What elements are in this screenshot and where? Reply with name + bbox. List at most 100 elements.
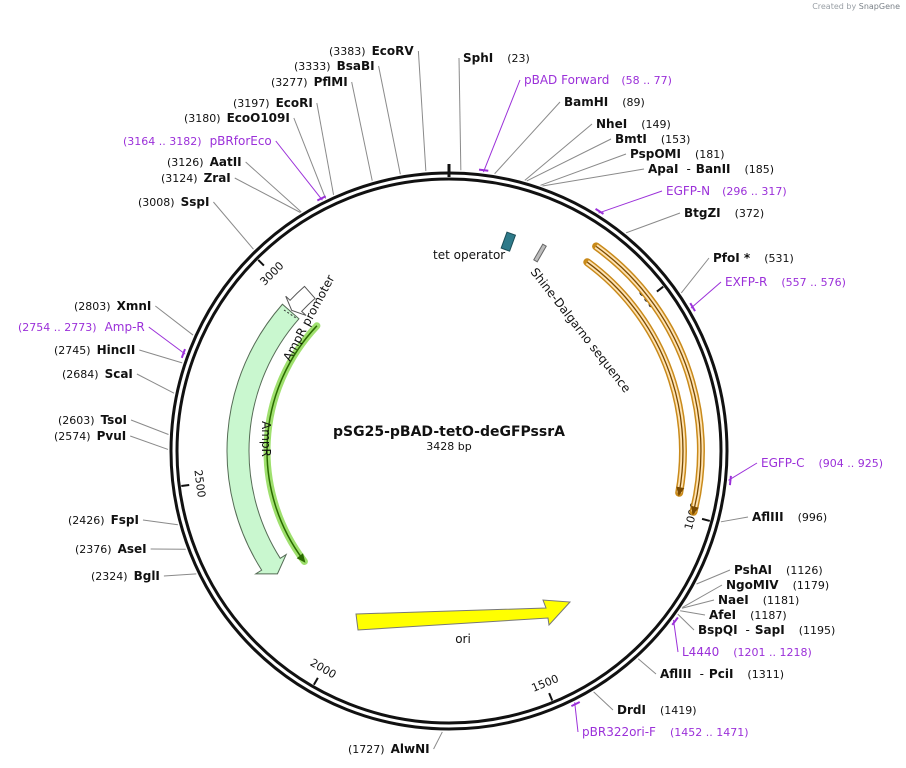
primer-site-mark: [570, 701, 581, 708]
label-connector: [458, 57, 462, 171]
plasmid-backbone: [169, 164, 729, 731]
site-label[interactable]: PshAI(1126): [734, 563, 823, 577]
site-label[interactable]: (3180)EcoO109I: [184, 111, 290, 125]
label-connector: [598, 190, 663, 214]
ori-feature[interactable]: ori: [355, 599, 572, 646]
site-label[interactable]: NheI(149): [596, 117, 671, 131]
site-label[interactable]: (3164 .. 3182)pBRforEco: [123, 134, 272, 148]
site-label[interactable]: EXFP-R(557 .. 576): [725, 275, 846, 289]
ampr-promoter-divider: [283, 309, 297, 319]
site-label[interactable]: BspQI-SapI(1195): [698, 623, 835, 637]
site-label[interactable]: (2376)AseI: [75, 542, 147, 556]
label-connector: [316, 102, 335, 195]
site-label[interactable]: EGFP-N(296 .. 317): [666, 184, 787, 198]
site-label[interactable]: (2574)PvuI: [54, 429, 126, 443]
site-label[interactable]: AflIII(996): [752, 510, 827, 524]
site-label[interactable]: (2745)HincII: [54, 343, 135, 357]
label-connector: [433, 731, 443, 750]
label-connector: [682, 584, 723, 608]
primer-site-mark: [728, 475, 732, 486]
label-connector: [148, 326, 186, 355]
site-label[interactable]: NgoMIV(1179): [726, 578, 829, 592]
primer-site-mark: [180, 348, 186, 359]
site-label[interactable]: AfeI(1187): [709, 608, 787, 622]
site-label[interactable]: (2324)BglI: [91, 569, 160, 583]
egfp-feature[interactable]: [583, 242, 705, 516]
label-connector: [482, 79, 521, 173]
site-label[interactable]: PspOMI(181): [630, 147, 725, 161]
site-label[interactable]: pBR322ori-F(1452 .. 1471): [582, 725, 749, 739]
site-label[interactable]: SphI(23): [463, 51, 530, 65]
label-connector: [417, 50, 427, 171]
site-label[interactable]: (3197)EcoRI: [233, 96, 313, 110]
label-connector: [677, 613, 695, 631]
label-connector: [524, 123, 593, 181]
label-connector: [351, 81, 373, 181]
tick-mark: [548, 692, 554, 701]
right-site-labels: SphI(23) pBAD Forward(58 .. 77) BamHI(89…: [463, 51, 883, 739]
site-label[interactable]: BmtI(153): [615, 132, 690, 146]
label-connector: [275, 140, 323, 201]
site-label[interactable]: (2426)FspI: [68, 513, 139, 527]
label-connector: [155, 305, 194, 336]
label-connector: [130, 419, 169, 435]
site-label[interactable]: ApaI-BanII(185): [648, 162, 774, 176]
label-connector: [720, 516, 749, 523]
site-label[interactable]: DrdI(1419): [617, 703, 697, 717]
label-connector: [574, 702, 579, 733]
tet-operator-label: tet operator: [433, 248, 505, 262]
site-label[interactable]: (2603)TsoI: [58, 413, 127, 427]
site-label[interactable]: AflIII-PciI(1311): [660, 667, 784, 681]
site-label[interactable]: NaeI(1181): [718, 593, 799, 607]
site-label[interactable]: (1727)AlwNI: [348, 742, 430, 756]
label-connector: [378, 65, 401, 175]
site-label[interactable]: L4440(1201 .. 1218): [682, 645, 812, 659]
primer-site-mark: [671, 616, 679, 626]
site-label[interactable]: (3008)SspI: [138, 195, 209, 209]
label-connector: [637, 658, 657, 675]
site-label[interactable]: PfoI *(531): [713, 251, 794, 265]
ori-label: ori: [455, 632, 471, 646]
site-label[interactable]: (3126)AatII: [167, 155, 242, 169]
ampr-feature[interactable]: [226, 285, 321, 575]
label-connector: [526, 138, 612, 182]
tick-mark: [701, 517, 711, 522]
site-label[interactable]: EGFP-C(904 .. 925): [761, 456, 883, 470]
label-connector: [690, 281, 722, 309]
label-connector: [680, 257, 710, 294]
site-label[interactable]: BtgZI(372): [684, 206, 764, 220]
site-label[interactable]: (3383)EcoRV: [329, 44, 414, 58]
site-label[interactable]: pBAD Forward(58 .. 77): [524, 73, 672, 87]
site-label[interactable]: (3277)PflMI: [271, 75, 348, 89]
plasmid-name: pSG25-pBAD-tetO-deGFPssrA: [333, 424, 565, 440]
label-connector: [234, 177, 301, 213]
tick-label: 2500: [191, 469, 208, 498]
site-label[interactable]: (2684)ScaI: [62, 367, 133, 381]
site-label[interactable]: (3333)BsaBI: [294, 59, 375, 73]
site-label[interactable]: (2803)XmnI: [74, 299, 151, 313]
label-connector: [163, 573, 197, 577]
label-connector: [696, 569, 731, 585]
label-connector: [728, 462, 758, 481]
credit-brand: SnapGene: [858, 2, 900, 11]
label-connector: [130, 435, 169, 450]
label-connector: [542, 168, 645, 187]
label-connector: [245, 161, 302, 213]
label-connector: [540, 153, 627, 186]
left-site-labels: (3383)EcoRV (3333)BsaBI (3277)PflMI (319…: [18, 44, 430, 756]
site-label[interactable]: (2754 .. 2773)Amp-R: [18, 320, 145, 334]
site-label[interactable]: BamHI(89): [564, 95, 645, 109]
tick-label: 2000: [308, 656, 339, 681]
label-connector: [593, 691, 614, 711]
plasmid-length: 3428 bp: [426, 440, 471, 453]
tet-operator-box[interactable]: [500, 231, 517, 252]
shine-dalgarno-box[interactable]: [533, 243, 547, 263]
ampr-label: AmpR: [259, 421, 273, 457]
site-label[interactable]: (3124)ZraI: [161, 171, 231, 185]
primer-site-mark: [595, 208, 604, 215]
label-connector: [213, 201, 254, 250]
label-connector: [139, 349, 183, 364]
tick-mark: [656, 285, 664, 293]
label-connector: [136, 373, 175, 394]
